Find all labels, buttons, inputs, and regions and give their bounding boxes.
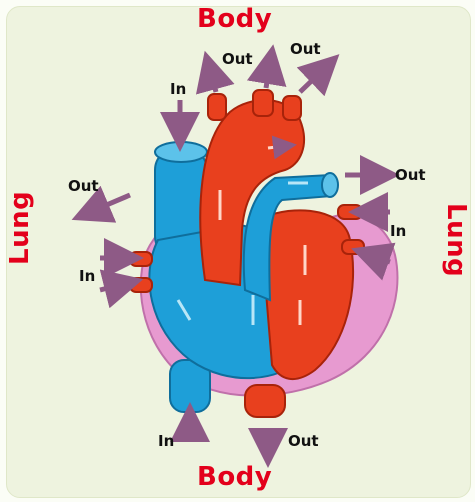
label-out-top-left: Out: [222, 50, 253, 68]
arrow-in-left-2: [100, 284, 124, 290]
aorta-branch: [253, 90, 273, 116]
label-in-right: In: [390, 222, 406, 240]
arrow-out-top-left: [210, 70, 216, 92]
label-out-top-right: Out: [290, 40, 321, 58]
label-lung-right: Lung: [441, 203, 471, 263]
pulmonary-vein: [130, 278, 152, 292]
label-out-right: Out: [395, 166, 426, 184]
label-out-left: Out: [68, 177, 99, 195]
label-out-bottom: Out: [288, 432, 319, 450]
pulmonary-vein: [338, 205, 362, 219]
arrow-out-top-right: [300, 68, 325, 92]
arrow-out-top-middle: [266, 64, 270, 88]
aorta-branch: [283, 96, 301, 120]
label-in-top: In: [170, 80, 186, 98]
label-in-bottom: In: [158, 432, 174, 450]
pulmonary-vein: [130, 252, 152, 266]
aorta-branch: [208, 94, 226, 120]
label-body-bottom: Body: [197, 462, 272, 492]
arrow-out-left: [90, 195, 130, 212]
label-in-left: In: [79, 267, 95, 285]
label-lung-left: Lung: [5, 205, 35, 265]
descending-aorta: [245, 385, 285, 417]
pulmonary-vein: [342, 240, 364, 254]
label-body-top: Body: [197, 4, 272, 34]
